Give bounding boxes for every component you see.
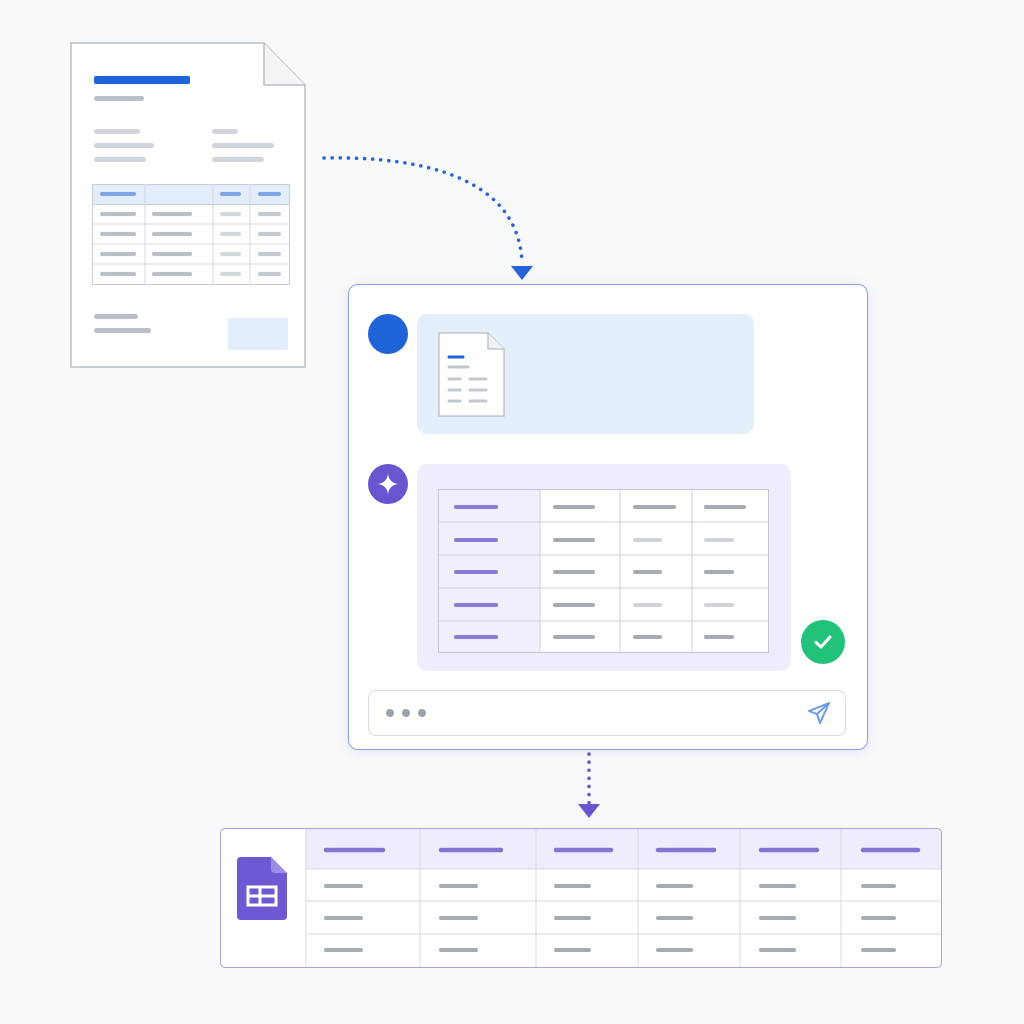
spreadsheet-grid <box>305 829 941 967</box>
doc-footer-line <box>94 314 138 319</box>
doc-total-box <box>228 318 288 350</box>
doc-subtitle-line <box>94 96 144 101</box>
doc-table <box>92 184 290 285</box>
doc-text-line <box>94 143 154 148</box>
google-sheets-icon[interactable] <box>237 857 287 920</box>
attachment-document-icon[interactable] <box>438 332 505 417</box>
ai-avatar <box>368 464 408 504</box>
dotted-arrow-down-icon <box>322 156 533 280</box>
send-icon[interactable] <box>807 702 831 724</box>
spreadsheet <box>220 828 942 968</box>
sparkle-icon <box>378 474 398 494</box>
extracted-table <box>438 489 769 653</box>
doc-footer-line <box>94 328 151 333</box>
doc-title-line <box>94 76 190 84</box>
doc-text-line <box>212 129 238 134</box>
doc-text-line <box>212 157 264 162</box>
doc-text-line <box>94 129 140 134</box>
ellipsis-icon <box>386 709 394 717</box>
doc-text-line <box>94 157 146 162</box>
dotted-arrow-down-icon <box>578 752 600 818</box>
user-avatar-icon <box>368 314 408 354</box>
check-circle-icon <box>801 620 845 664</box>
message-input[interactable] <box>368 690 846 736</box>
doc-text-line <box>212 143 274 148</box>
